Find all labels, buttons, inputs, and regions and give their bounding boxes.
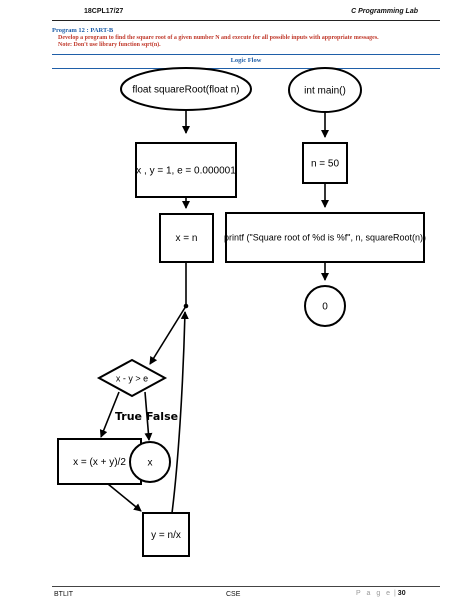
footer-page-info: P a g e | 30 bbox=[356, 590, 406, 597]
node-init-variables bbox=[135, 142, 237, 198]
node-assign-x bbox=[159, 213, 214, 263]
true-branch-label: True bbox=[115, 410, 142, 423]
node-main-start-label: int main() bbox=[304, 86, 346, 97]
node-main-assign-n-label: n = 50 bbox=[311, 159, 340, 170]
section-bottom-rule bbox=[52, 68, 440, 69]
node-update-y bbox=[142, 512, 190, 557]
node-main-print-label: printf ("Square root of %d is %f", n, sq… bbox=[224, 233, 426, 243]
program-description: Develop a program to find the square roo… bbox=[58, 35, 438, 49]
connector-true-branch bbox=[99, 391, 120, 438]
connector-loop-back bbox=[171, 311, 189, 514]
connector-false-branch bbox=[144, 391, 153, 441]
footer-institute: BTLIT bbox=[54, 591, 74, 598]
node-main-print bbox=[225, 212, 425, 263]
footer-department: CSE bbox=[226, 591, 241, 598]
node-assign-x-label: x = n bbox=[176, 233, 198, 244]
header-divider bbox=[52, 20, 440, 21]
node-init-variables-label: x , y = 1, e = 0.000001 bbox=[136, 166, 236, 177]
node-return-x bbox=[129, 441, 171, 483]
program-note-line: Note: Don't use library function sqrt(n)… bbox=[58, 42, 161, 48]
footer-separator: | bbox=[394, 590, 396, 597]
program-title: Program 12 : PART-B bbox=[52, 27, 114, 34]
section-top-rule bbox=[52, 54, 440, 55]
connector-update-x-to-update-y bbox=[107, 483, 142, 512]
node-condition bbox=[96, 358, 168, 398]
merge-point bbox=[183, 303, 189, 309]
flow-connectors bbox=[99, 110, 329, 514]
footer-page-label: P a g e bbox=[356, 590, 393, 597]
node-function-start-label: float squareRoot(float n) bbox=[132, 85, 239, 96]
connector-merge-to-condition bbox=[149, 305, 187, 365]
node-update-y-label: y = n/x bbox=[151, 530, 181, 541]
section-title: Logic Flow bbox=[230, 57, 262, 64]
node-return-x-label: x bbox=[148, 458, 153, 469]
node-condition-label: x - y > e bbox=[116, 374, 148, 384]
program-description-line: Develop a program to find the square roo… bbox=[58, 35, 379, 41]
node-update-x-label: x = (x + y)/2 bbox=[73, 457, 126, 468]
node-function-start bbox=[120, 67, 252, 111]
false-branch-label: False bbox=[146, 410, 178, 423]
node-main-end bbox=[304, 285, 346, 327]
node-update-x bbox=[57, 438, 142, 485]
header-lab-name: C Programming Lab bbox=[351, 8, 418, 15]
footer-page-number: 30 bbox=[397, 590, 406, 597]
footer-divider bbox=[52, 586, 440, 587]
node-main-start bbox=[288, 67, 362, 113]
header-course-code: 18CPL17/27 bbox=[84, 8, 124, 15]
node-main-end-label: 0 bbox=[322, 302, 328, 313]
node-main-assign-n bbox=[302, 142, 348, 184]
